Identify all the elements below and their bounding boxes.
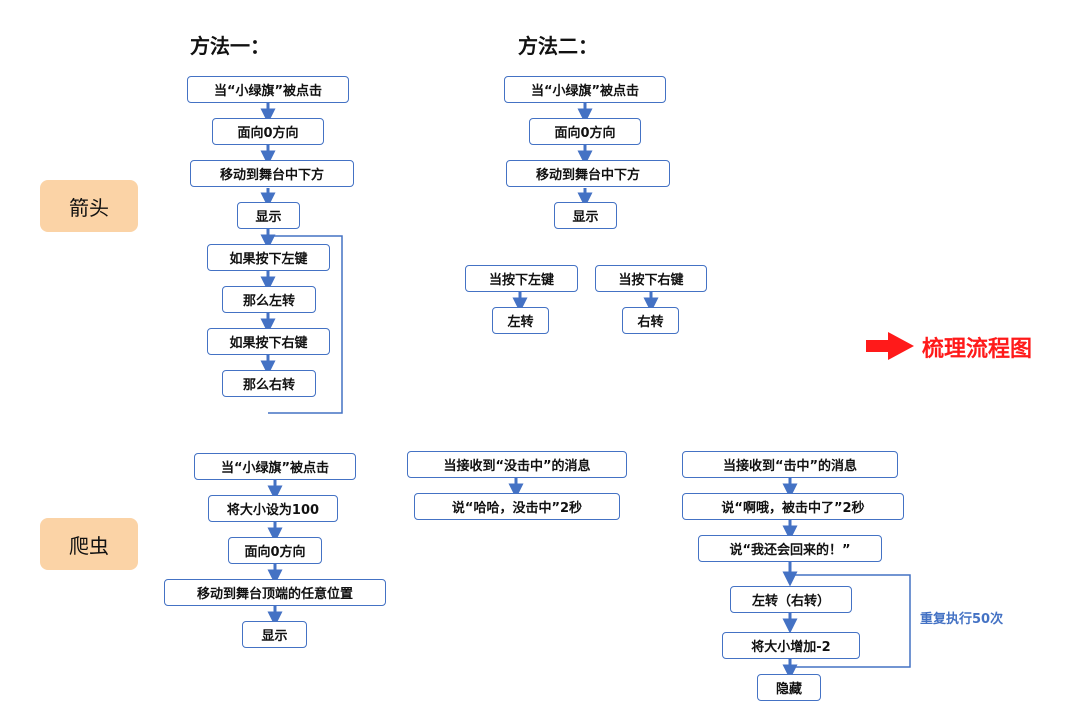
flow-box: 当“小绿旗”被点击	[194, 453, 356, 480]
flow-box: 移动到舞台中下方	[506, 160, 670, 187]
sprite-tag-arrow: 箭头	[40, 180, 138, 232]
flow-box: 隐藏	[757, 674, 821, 701]
flow-box: 当按下右键	[595, 265, 707, 292]
flow-box: 移动到舞台中下方	[190, 160, 354, 187]
flow-box: 显示	[237, 202, 300, 229]
flow-box: 右转	[622, 307, 679, 334]
flow-box: 面向0方向	[212, 118, 324, 145]
flow-box: 左转（右转）	[730, 586, 852, 613]
method2-heading: 方法二：	[518, 34, 598, 58]
flow-box: 将大小增加-2	[722, 632, 860, 659]
flow-box: 面向0方向	[228, 537, 322, 564]
loop-bracket	[268, 235, 343, 414]
loop-bracket	[790, 574, 911, 668]
flow-box: 如果按下右键	[207, 328, 330, 355]
flow-box: 那么右转	[222, 370, 316, 397]
flow-box: 说“哈哈，没击中”2秒	[414, 493, 620, 520]
flow-box: 显示	[554, 202, 617, 229]
flow-box: 左转	[492, 307, 549, 334]
flow-box: 说“我还会回来的！”	[698, 535, 882, 562]
flow-box: 那么左转	[222, 286, 316, 313]
sprite-tag-bug: 爬虫	[40, 518, 138, 570]
flow-box: 移动到舞台顶端的任意位置	[164, 579, 386, 606]
flow-box: 如果按下左键	[207, 244, 330, 271]
flow-box: 当“小绿旗”被点击	[504, 76, 666, 103]
flow-box: 将大小设为100	[208, 495, 338, 522]
flow-box: 当按下左键	[465, 265, 578, 292]
flowchart-title: 梳理流程图	[922, 337, 1033, 362]
method1-heading: 方法一：	[190, 34, 270, 58]
flow-box: 说“啊哦，被击中了”2秒	[682, 493, 904, 520]
flow-box: 显示	[242, 621, 307, 648]
flow-box: 面向0方向	[529, 118, 641, 145]
flow-box: 当接收到“没击中”的消息	[407, 451, 627, 478]
repeat-label: 重复执行50次	[920, 612, 1004, 627]
flow-box: 当“小绿旗”被点击	[187, 76, 349, 103]
red-arrow-icon	[866, 332, 914, 360]
flow-box: 当接收到“击中”的消息	[682, 451, 898, 478]
